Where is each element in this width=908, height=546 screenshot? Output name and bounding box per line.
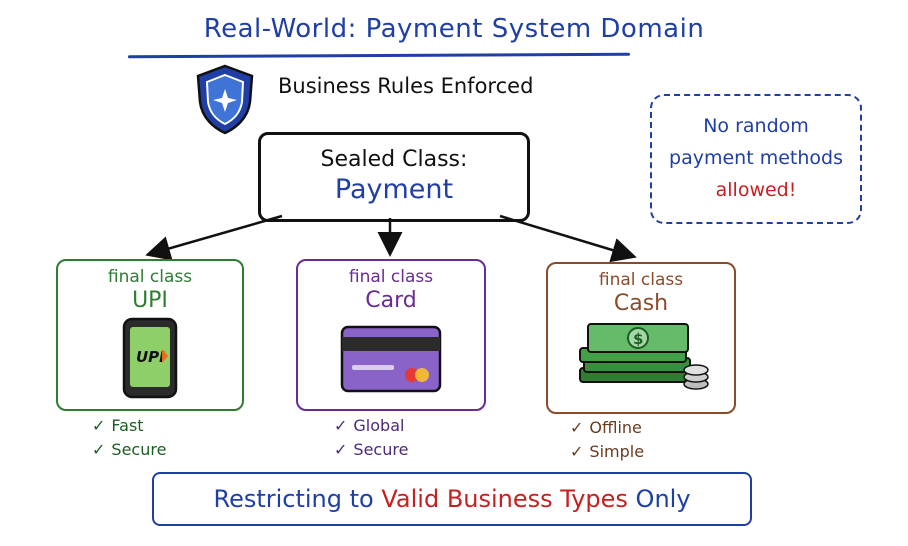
- card-traits: ✓Global ✓Secure: [334, 414, 408, 462]
- arrow-to-upi: [145, 214, 283, 261]
- subclass-upi: final class UPI UPI: [56, 259, 244, 411]
- check-icon: ✓: [334, 416, 348, 435]
- summary-banner: Restricting to Valid Business Types Only: [152, 472, 752, 526]
- list-item: ✓Secure: [334, 440, 409, 459]
- check-icon: ✓: [92, 440, 106, 459]
- card-name: Card: [365, 288, 417, 313]
- sealed-class-name: Payment: [334, 174, 454, 205]
- upi-icon-label: UPI: [136, 348, 165, 366]
- credit-card-icon: [340, 325, 442, 393]
- sealed-class-label: Sealed Class:: [320, 147, 468, 172]
- list-item: ✓Global: [334, 416, 405, 435]
- shield-icon: [196, 64, 254, 135]
- check-icon: ✓: [334, 440, 348, 459]
- diagram-title: Real-World: Payment System Domain: [203, 14, 705, 44]
- banner-highlight: Valid Business Types: [381, 485, 628, 513]
- cash-modifier: final class: [598, 270, 684, 290]
- banner-text-1: Restricting to: [213, 485, 382, 513]
- note-line-1: No random: [703, 115, 809, 137]
- cash-stack-icon: $: [579, 323, 709, 390]
- note-line-2: payment methods: [669, 147, 843, 169]
- arrow-to-cash: [499, 214, 637, 263]
- check-icon: ✓: [570, 418, 584, 437]
- list-item: ✓Secure: [92, 440, 167, 459]
- check-icon: ✓: [570, 442, 584, 461]
- subclass-card: final class Card: [296, 259, 486, 411]
- check-icon: ✓: [92, 416, 106, 435]
- list-item: ✓Fast: [92, 416, 144, 435]
- note-line-3: allowed!: [715, 179, 797, 201]
- upi-name: UPI: [132, 288, 168, 313]
- subtitle: Business Rules Enforced: [278, 74, 534, 98]
- phone-upi-icon: UPI: [122, 317, 178, 399]
- cash-traits: ✓Offline ✓Simple: [570, 416, 644, 464]
- subclass-cash: final class Cash $: [546, 262, 736, 414]
- restriction-note: No random payment methods allowed!: [650, 94, 862, 224]
- cash-name: Cash: [613, 291, 669, 316]
- sealed-class-box: Sealed Class: Payment: [258, 132, 530, 222]
- upi-traits: ✓Fast ✓Secure: [92, 414, 166, 462]
- list-item: ✓Offline: [570, 418, 642, 437]
- list-item: ✓Simple: [570, 442, 645, 461]
- upi-modifier: final class: [107, 267, 193, 287]
- card-modifier: final class: [348, 267, 434, 287]
- svg-text:$: $: [633, 330, 643, 348]
- banner-text-3: Only: [627, 485, 691, 513]
